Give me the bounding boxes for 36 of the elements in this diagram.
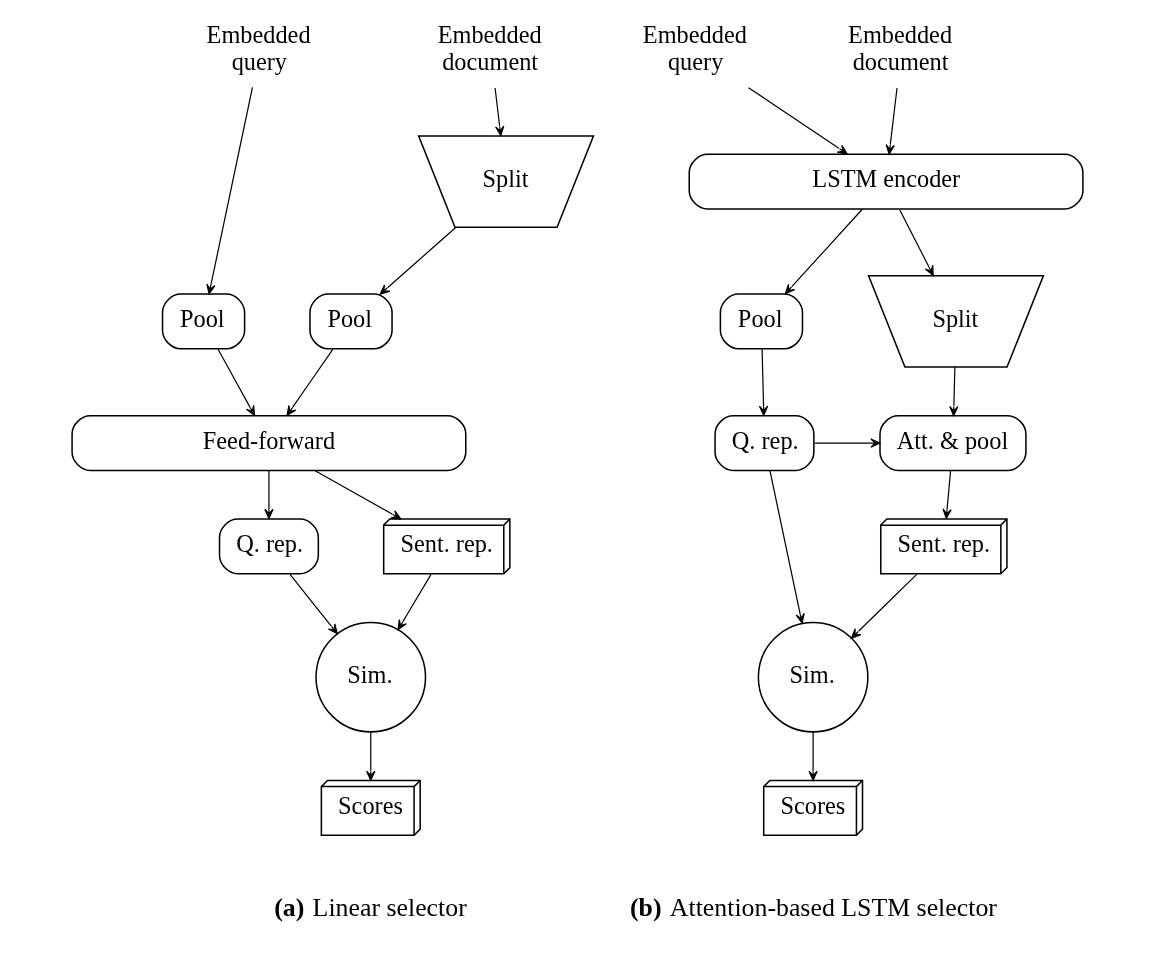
- arrow: [494, 87, 504, 137]
- node-text: Embedded document: [437, 20, 542, 76]
- arrow: [948, 366, 959, 417]
- arrow: [747, 87, 848, 155]
- arrow: [314, 470, 401, 520]
- node-box: Q. rep.: [218, 518, 319, 575]
- node-box: Pool: [719, 293, 803, 350]
- arrow: [885, 87, 898, 155]
- node-box: Pool: [161, 293, 245, 350]
- arrow: [216, 348, 255, 416]
- node-box: Pool: [308, 293, 393, 350]
- arrow: [850, 573, 917, 639]
- arrow: [807, 731, 818, 781]
- label: (a) Linear selector: [273, 892, 467, 922]
- arrow: [285, 348, 333, 416]
- arrow: [365, 731, 375, 781]
- arrow: [205, 86, 253, 295]
- node-text: Embedded query: [642, 20, 747, 76]
- arrow: [941, 470, 952, 519]
- arrow: [898, 208, 934, 276]
- arrow: [263, 470, 274, 519]
- arrow: [288, 573, 338, 635]
- node-box: Att. & pool: [878, 414, 1027, 472]
- node-box: Feed-forward: [70, 414, 467, 472]
- arrow: [379, 226, 456, 295]
- label: (b) Attention-based LSTM selector: [629, 892, 997, 922]
- arrow: [397, 573, 432, 631]
- node-box: Q. rep.: [713, 414, 815, 472]
- node-box: LSTM encoder: [687, 153, 1084, 210]
- arrow: [784, 208, 863, 295]
- arrow: [768, 470, 805, 624]
- arrow: [813, 438, 881, 448]
- node-text: Embedded query: [206, 20, 311, 76]
- arrow: [758, 348, 768, 416]
- node-text: Embedded document: [847, 20, 952, 76]
- node-circle: Sim.: [757, 621, 869, 733]
